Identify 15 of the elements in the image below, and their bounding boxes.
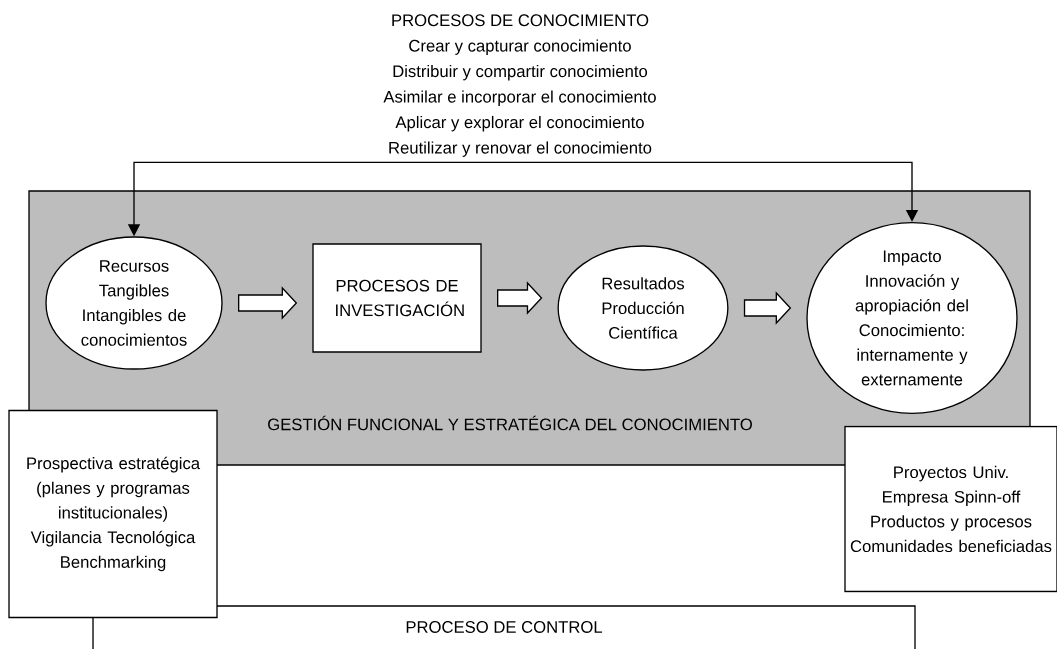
block-arrow (238, 286, 298, 320)
ellipse-node: Recursos Tangibles Intangibles de conocimientos (45, 236, 223, 370)
text-box: Proyectos Univ. Empresa Spinn-off Productos y procesos Comunidades beneficiadas (844, 425, 1057, 593)
text-box: PROCESOS DE INVESTIGACIÓN (312, 243, 482, 353)
process-line: Distribuir y compartir conocimiento (393, 64, 648, 81)
ellipse-node: Impacto Innovación y apropiación del Conocimiento: internamente y externamente (806, 221, 1018, 415)
process-line: Crear y capturar conocimiento (409, 39, 631, 55)
block-arrow (743, 291, 792, 325)
process-line: Asimilar e incorporar el conocimiento (383, 90, 656, 106)
process-line: Reutilizar y renovar el conocimiento (389, 141, 652, 157)
text-box: Prospectiva estratégica (planes y programas institucionales) Vigilancia Tecnológica Benchmarking (8, 409, 218, 619)
ellipse-node: Resultados Producción Científica (557, 245, 729, 371)
process-line: Aplicar y explorar el conocimiento (395, 115, 644, 132)
heading: PROCESOS DE CONOCIMIENTO (392, 14, 649, 27)
block-arrow (497, 281, 543, 315)
